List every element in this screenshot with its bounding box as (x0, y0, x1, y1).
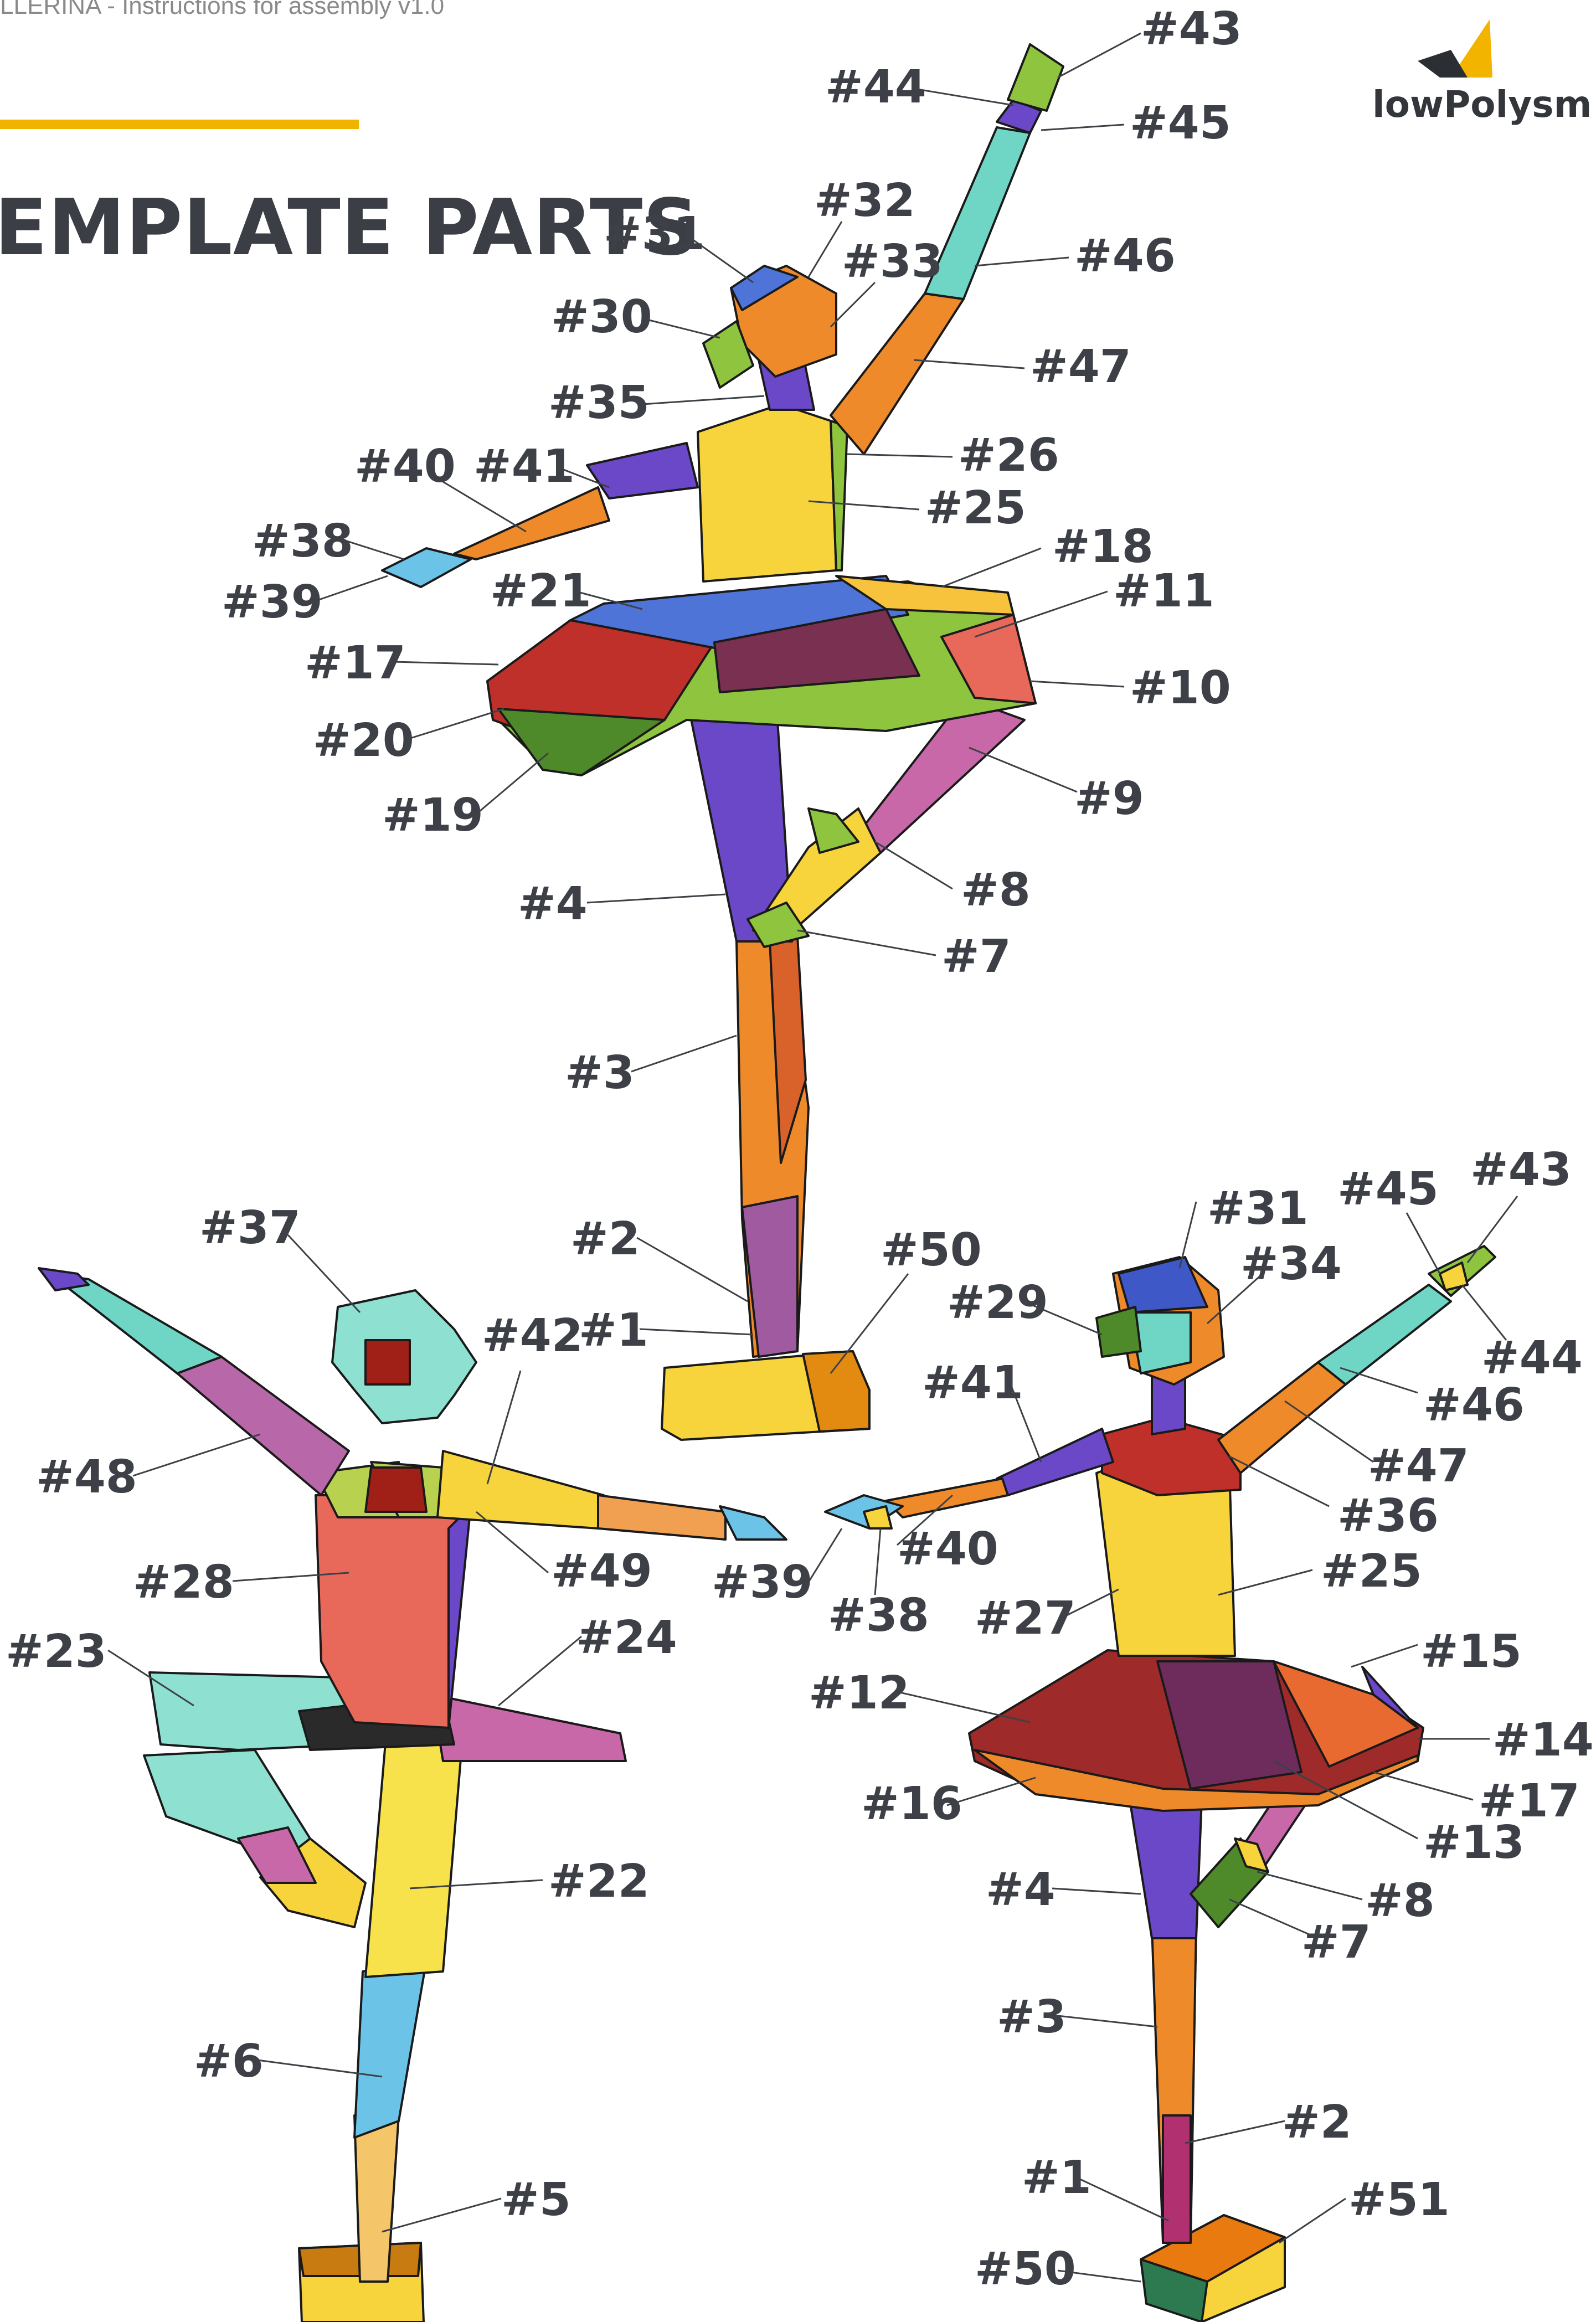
part-label: #40 (897, 1523, 998, 1576)
part-label: #30 (551, 291, 652, 343)
part-label: #16 (861, 1778, 962, 1830)
part-label: #41 (473, 440, 575, 493)
part-label: #17 (305, 637, 406, 689)
part-label: #44 (1481, 1332, 1583, 1384)
part-label: #51 (1348, 2174, 1450, 2226)
part-label: #29 (947, 1276, 1048, 1329)
part-label: #46 (1423, 1379, 1525, 1432)
part-label: #1 (1022, 2151, 1092, 2204)
part-label: #23 (6, 1625, 107, 1678)
part-label: #11 (1113, 565, 1214, 617)
part-label: #47 (1368, 1440, 1469, 1492)
part-label: #49 (551, 1545, 652, 1598)
part-label: #8 (961, 864, 1031, 917)
part-label: #19 (382, 789, 483, 842)
part-label: #37 (199, 1202, 301, 1254)
part-label: #45 (1337, 1163, 1439, 1216)
part-label: #45 (1130, 97, 1231, 150)
part-label: #10 (1130, 662, 1231, 714)
part-label: #26 (958, 429, 1059, 482)
part-label: #21 (490, 565, 591, 617)
part-label: #12 (809, 1667, 910, 1719)
part-label: #40 (354, 440, 456, 493)
part-label: #48 (36, 1451, 137, 1504)
part-label: #3 (997, 1991, 1067, 2043)
part-label: #43 (1141, 3, 1242, 55)
part-label: #25 (925, 482, 1026, 534)
part-label: #7 (941, 930, 1011, 983)
part-label: #20 (313, 714, 414, 767)
part-label: #38 (828, 1589, 929, 1642)
part-label: #31 (1207, 1182, 1309, 1235)
part-label: #47 (1030, 341, 1131, 393)
part-label: #4 (518, 878, 588, 930)
part-label: #13 (1423, 1816, 1525, 1869)
part-label: #15 (1420, 1625, 1522, 1678)
part-label: #7 (1301, 1916, 1371, 1969)
part-label: #3 (565, 1047, 635, 1099)
part-label: #1 (579, 1304, 648, 1357)
part-label: #43 (1470, 1144, 1572, 1196)
part-label: #35 (548, 377, 650, 429)
part-label: #34 (1240, 1238, 1342, 1290)
part-label: #8 (1365, 1875, 1435, 1927)
part-label: #33 (842, 235, 943, 288)
part-label: #5 (501, 2174, 571, 2226)
part-label: #2 (1282, 2096, 1352, 2149)
part-label: #24 (576, 1612, 677, 1664)
part-label: #22 (548, 1855, 650, 1908)
part-label: #50 (881, 1224, 982, 1276)
part-label: #25 (1321, 1545, 1422, 1598)
part-label: #9 (1074, 773, 1144, 825)
part-label: #44 (825, 61, 926, 114)
part-label: #28 (133, 1556, 234, 1609)
part-label: #32 (814, 174, 915, 227)
part-label: #41 (922, 1357, 1023, 1409)
part-label: #14 (1492, 1714, 1594, 1767)
part-label: #39 (712, 1556, 813, 1609)
part-label: #36 (1337, 1490, 1439, 1542)
part-label: #27 (975, 1592, 1076, 1645)
part-label: #4 (986, 1863, 1056, 1916)
part-label: #42 (482, 1310, 583, 1362)
part-label: #39 (222, 576, 323, 629)
part-label: #6 (194, 2035, 264, 2088)
part-label: #46 (1074, 230, 1176, 282)
part-label: #38 (252, 515, 353, 568)
part-label: #50 (975, 2243, 1076, 2295)
part-label: #2 (570, 1213, 640, 1265)
part-label: #31 (604, 208, 705, 260)
